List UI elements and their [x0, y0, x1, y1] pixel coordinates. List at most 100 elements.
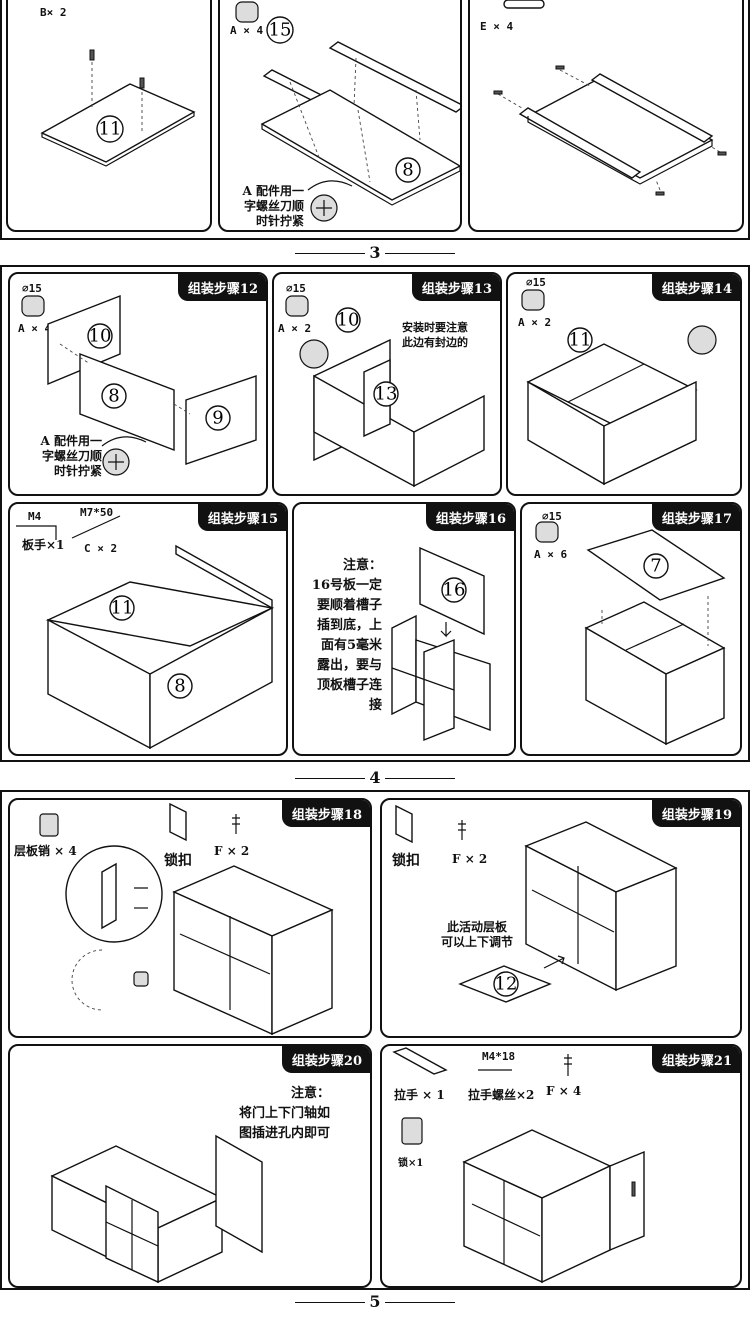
step21-title: 组装步骤21 [651, 1046, 740, 1073]
cam-lock-icon [235, 1, 259, 23]
arrow-icon [543, 955, 565, 969]
page-rule [295, 253, 366, 254]
step19-note: 此活动层板 可以上下调节 [432, 920, 522, 950]
page-number-label: 5 [369, 1292, 381, 1311]
step15-part: 11 [111, 598, 134, 619]
step12-dia: ⌀15 [22, 282, 42, 295]
p3-panel-right: E × 4 [468, 0, 744, 232]
p3-left-qty: B× 2 [40, 6, 67, 19]
step13-qty: A × 2 [278, 322, 312, 335]
step18-lock-label: 锁扣 [164, 853, 192, 869]
step12-qty: A × 4 [18, 322, 52, 335]
screw-icon [71, 515, 121, 539]
step17-drawing: 7 [535, 521, 726, 746]
step17-panel: 组装步骤17 ⌀15 A × 6 7 [520, 502, 742, 756]
step19-lock-label: 锁扣 [392, 853, 420, 869]
step21-drawing [392, 1047, 645, 1284]
step12-part: 9 [212, 408, 223, 429]
step15-title: 组装步骤15 [197, 504, 286, 531]
step16-panel: 组装步骤16 注意： 16号板一定 要顺着槽子 插到底，上 面有5毫米 露出，要… [292, 502, 516, 756]
step16-title: 组装步骤16 [425, 504, 514, 531]
cam-lock-icon [535, 521, 559, 543]
step12-part: 10 [89, 326, 112, 347]
p3-mid-qty: A × 4 [230, 24, 264, 37]
step14-qty: A × 2 [518, 316, 552, 329]
step14-part: 11 [569, 330, 592, 351]
step21-screw: M4*18 [482, 1050, 516, 1063]
p3-mid-part-b: 8 [402, 160, 413, 181]
step15-part: 8 [174, 676, 185, 697]
page-rule [384, 253, 455, 254]
page4-frame [0, 265, 750, 762]
p3-right-qty: E × 4 [480, 20, 514, 33]
step19-title: 组装步骤19 [651, 800, 740, 827]
step15-drawing: 11 8 [16, 515, 275, 750]
step18-screw-qty: F × 2 [214, 844, 250, 858]
page5-frame [0, 790, 750, 1290]
handle-icon [392, 1047, 448, 1075]
step14-title: 组装步骤14 [651, 274, 740, 301]
step13-part: 13 [375, 384, 398, 405]
screw-icon [232, 814, 240, 834]
step20-note: 注意： 将门上下门轴如 图插进孔内即可 [238, 1086, 330, 1141]
cam-lock-detail-icon [687, 325, 717, 355]
p3-panel-mid: A × 4 15 8 A 配件用一 字螺丝刀顺 时针拧紧 [218, 0, 462, 232]
dowel-icon [503, 0, 545, 9]
cam-lock-detail-icon [299, 339, 329, 369]
page-rule [384, 778, 455, 779]
step21-panel: 组装步骤21 拉手 × 1 M4*18 拉手螺丝×2 F × 4 锁×1 [380, 1044, 742, 1288]
step13-dia: ⌀15 [286, 282, 306, 295]
p3-mid-note-line: 字螺丝刀顺 [243, 199, 304, 213]
step17-part: 7 [650, 556, 661, 577]
step12-note-line: A 配件用一 [40, 434, 103, 448]
step21-screw-qty: F × 4 [546, 1084, 582, 1098]
step20-title: 组装步骤20 [281, 1046, 370, 1073]
step15-screw-qty: C × 2 [84, 542, 118, 555]
p3-mid-drawing: 15 8 [235, 1, 460, 222]
screw-icon [564, 1054, 572, 1076]
step13-note-line: 安装时要注意 [402, 321, 468, 334]
p3-mid-note-line: A 配件用一 [242, 184, 305, 198]
p3-mid-note: A 配件用一 字螺丝刀顺 时针拧紧 [234, 184, 305, 229]
step21-screw-label: 拉手螺丝×2 [468, 1088, 535, 1102]
cam-lock-icon [21, 295, 45, 317]
step21-handle-label: 拉手 × 1 [394, 1088, 445, 1102]
door-panel [215, 1134, 263, 1254]
step13-note: 安装时要注意 此边有封边的 [402, 320, 468, 350]
step14-panel: 组装步骤14 ⌀15 A × 2 11 [506, 272, 742, 496]
step13-title: 组装步骤13 [411, 274, 500, 301]
step12-note: A 配件用一 字螺丝刀顺 时针拧紧 [28, 434, 103, 479]
shelf-pin-icon [39, 813, 59, 837]
step19-drawing: 12 [395, 804, 678, 1003]
step17-qty: A × 6 [534, 548, 568, 561]
step13-note-line: 此边有封边的 [402, 336, 468, 349]
step15-panel: 组装步骤15 M4 板手×1 M7*50 C × 2 11 8 [8, 502, 288, 756]
step19-panel: 组装步骤19 锁扣 F × 2 此活动层板 可以上下调节 12 [380, 798, 742, 1038]
rotate-arrow-icon [101, 436, 147, 447]
step12-title: 组装步骤12 [177, 274, 266, 301]
step21-lock-label: 锁×1 [398, 1158, 424, 1169]
page3-frame [0, 0, 750, 240]
step13-part: 10 [337, 310, 360, 331]
step20-panel: 组装步骤20 注意： 将门上下门轴如 图插进孔内即可 [8, 1044, 372, 1288]
step19-note-line: 此活动层板 [446, 920, 507, 934]
step12-part: 8 [108, 386, 119, 407]
step15-tool: M4 [28, 510, 42, 523]
door-panel [609, 1150, 645, 1252]
step15-tool-label: 板手×1 [22, 538, 65, 552]
step18-pin-label: 层板销 × 4 [14, 844, 77, 858]
p3-left-part-label: 11 [99, 119, 122, 140]
p3-right-drawing [493, 0, 727, 196]
page-number-3: 3 [0, 243, 750, 262]
rotate-arrow-icon [307, 180, 353, 191]
page-number-4: 4 [0, 768, 750, 787]
step17-title: 组装步骤17 [651, 504, 740, 531]
page-rule [295, 778, 366, 779]
lock-icon [401, 1117, 423, 1145]
lock-bracket-icon [395, 804, 413, 844]
page-number-5: 5 [0, 1292, 750, 1311]
step16-part: 16 [443, 580, 466, 601]
step19-part: 12 [495, 974, 518, 995]
step18-title: 组装步骤18 [281, 800, 370, 827]
step20-drawing [50, 1134, 263, 1284]
